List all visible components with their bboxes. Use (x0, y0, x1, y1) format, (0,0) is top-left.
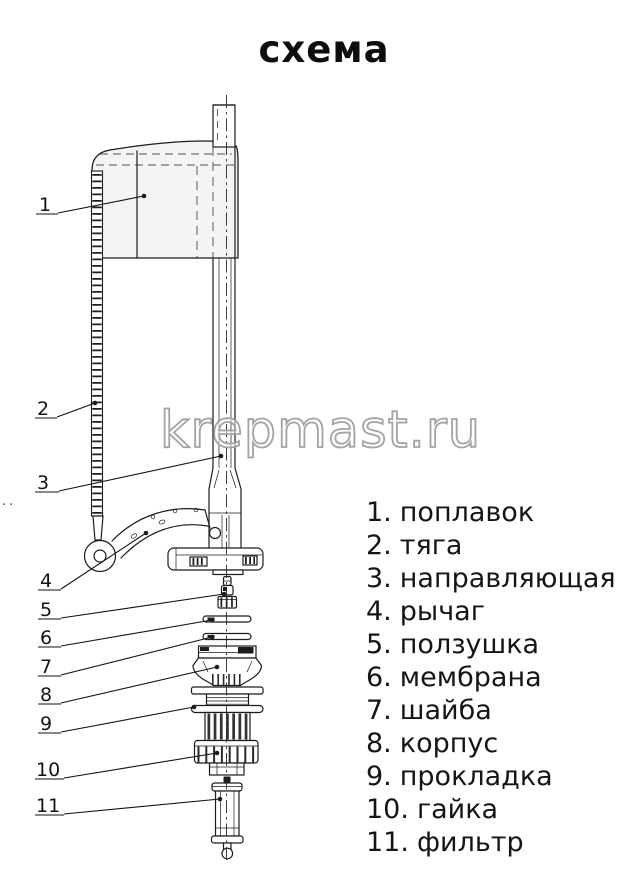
legend-item-washer: 7.шайба (366, 694, 616, 727)
watermark: krepmast.ru (159, 400, 482, 461)
legend-item-filter: 11.фильтр (366, 826, 616, 859)
legend-label: ползушка (399, 629, 540, 660)
legend-label: направляющая (399, 563, 616, 594)
legend-num: 2. (366, 530, 392, 561)
callout-11-num: 11 (36, 795, 60, 817)
legend-label: поплавок (399, 497, 535, 528)
lever-part (111, 507, 222, 559)
callout-11: 11 (35, 795, 223, 817)
legend-item-slider: 5.ползушка (366, 628, 616, 661)
pull-rod-part (83, 170, 117, 573)
callout-5: 5 (38, 591, 227, 621)
callout-10: 10 (35, 750, 220, 781)
callout-2-num: 2 (37, 398, 49, 420)
legend-num: 3. (366, 563, 392, 594)
legend-label: мембрана (399, 662, 542, 693)
top-tube (212, 104, 236, 148)
legend-label: прокладка (399, 761, 553, 792)
legend-label: корпус (399, 728, 499, 759)
callout-6: 6 (38, 617, 215, 649)
callout-9: 9 (38, 704, 197, 735)
gasket-part (190, 704, 264, 714)
legend-item-nut: 10.гайка (366, 793, 616, 826)
base-flange (167, 547, 264, 576)
legend-num: 1. (366, 497, 392, 528)
filter-part (210, 782, 244, 860)
callout-4: 4 (38, 530, 149, 592)
callout-1-num: 1 (39, 194, 51, 216)
legend-item-body: 8.корпус (366, 727, 616, 760)
float-part (91, 140, 239, 259)
page-title: схема (258, 28, 390, 71)
callout-6-num: 6 (40, 627, 52, 649)
callout-9-num: 9 (40, 713, 52, 735)
callout-3: 3 (35, 453, 224, 494)
legend-item-float: 1.поплавок (366, 496, 616, 529)
legend-label: фильтр (416, 827, 524, 858)
edge-artifact-dots: .. (2, 494, 17, 509)
legend-num: 7. (366, 695, 392, 726)
slider-part (217, 575, 238, 609)
legend-num: 8. (366, 728, 392, 759)
legend-num: 5. (366, 629, 392, 660)
callout-3-num: 3 (37, 472, 49, 494)
threaded-shank (204, 711, 251, 742)
parts-legend: 1.поплавок 2.тяга 3.направляющая 4.рычаг… (366, 496, 616, 859)
legend-label: тяга (399, 530, 463, 561)
callout-10-num: 10 (36, 759, 60, 781)
callout-2: 2 (35, 398, 98, 420)
callout-7: 7 (38, 634, 215, 678)
callout-7-num: 7 (40, 656, 52, 678)
legend-label: гайка (416, 794, 499, 825)
legend-label: рычаг (399, 596, 485, 627)
legend-item-lever: 4.рычаг (366, 595, 616, 628)
legend-label: шайба (399, 695, 492, 726)
callout-5-num: 5 (40, 599, 52, 621)
legend-item-rod: 2.тяга (366, 529, 616, 562)
legend-item-gasket: 9.прокладка (366, 760, 616, 793)
callout-8-num: 8 (40, 684, 52, 706)
legend-item-membrane: 6.мембрана (366, 661, 616, 694)
legend-num: 4. (366, 596, 392, 627)
legend-item-guide: 3.направляющая (366, 562, 616, 595)
guide-tube-part (208, 257, 242, 549)
callout-8: 8 (38, 664, 220, 706)
body-part (190, 645, 264, 707)
legend-num: 9. (366, 761, 392, 792)
legend-num: 6. (366, 662, 392, 693)
callout-1: 1 (36, 193, 147, 216)
legend-num: 11. (366, 827, 409, 858)
callout-4-num: 4 (40, 570, 52, 592)
legend-num: 10. (366, 794, 409, 825)
